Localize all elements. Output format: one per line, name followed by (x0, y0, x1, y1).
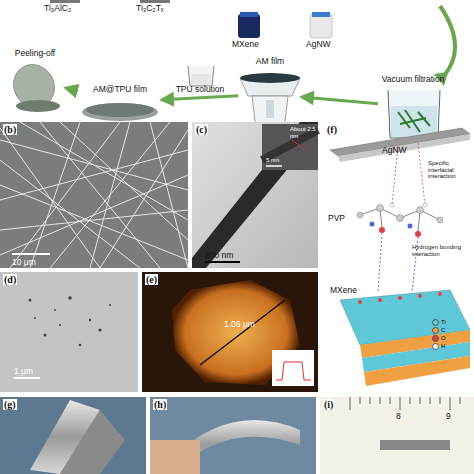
ruler-number: 8 (396, 412, 401, 421)
panel-letter: (c) (195, 124, 208, 135)
filtration-apparatus: AM film (238, 56, 302, 132)
material-label: MXene (330, 286, 357, 295)
legend-row: C (432, 326, 446, 334)
filtration-beaker: Vacuum filtration (378, 74, 448, 140)
material-label: PVP (328, 214, 345, 223)
panel-letter: (d) (3, 274, 17, 285)
scale-bar: 10 μm (12, 258, 36, 267)
process-arrow (302, 97, 378, 104)
legend-row: Ti (432, 318, 446, 326)
atom-legend: TiCOH (432, 318, 446, 350)
panel-letter: (e) (145, 274, 158, 285)
ruler-number: 9 (446, 412, 451, 421)
scale-bar: 1 μm (14, 367, 33, 376)
legend-swatch (432, 327, 439, 334)
panel-letter: (h) (153, 399, 167, 410)
process-arrow (66, 88, 78, 91)
scale-bar: 5 nm (266, 157, 279, 164)
panel-letter: (f) (326, 124, 338, 135)
node-label: AM@TPU film (78, 84, 162, 94)
formula-label: Ti₃C₂Tₓ (136, 4, 164, 13)
panel-letter: (i) (323, 399, 334, 410)
legend-swatch (432, 343, 439, 350)
edge-label: TPU solution (176, 84, 225, 94)
node-label: Vacuum filtration (378, 74, 448, 84)
panel-letter: (b) (3, 124, 17, 135)
film-disc: AM@TPU film (78, 84, 162, 120)
scale-bar: 200 nm (205, 251, 233, 260)
panel-letter: (g) (3, 399, 17, 410)
process-arrow (162, 96, 238, 100)
legend-row: H (432, 342, 446, 350)
legend-text: C (441, 326, 445, 334)
legend-text: O (441, 334, 446, 342)
legend-row: O (432, 334, 446, 342)
formula-label: Ti₃AlC₂ (44, 4, 71, 13)
legend-swatch (432, 335, 439, 342)
interaction-label: Hydrogen bonding interaction (412, 244, 470, 257)
material-label: AgNW (382, 146, 407, 155)
legend-text: Ti (441, 318, 446, 326)
dimension-label: 1.06 μm (224, 320, 255, 329)
interaction-label: Specific interfacial interaction (428, 160, 472, 180)
material-label: AgNW (306, 40, 331, 49)
legend-swatch (432, 319, 439, 326)
peeled-film: Peeling-off (4, 48, 66, 112)
node-label: Peeling-off (4, 48, 66, 58)
node-label: AM film (238, 56, 302, 66)
legend-text: H (441, 342, 445, 350)
dimension-label: About 2.5 nm (290, 126, 318, 139)
material-label: MXene (232, 40, 259, 49)
